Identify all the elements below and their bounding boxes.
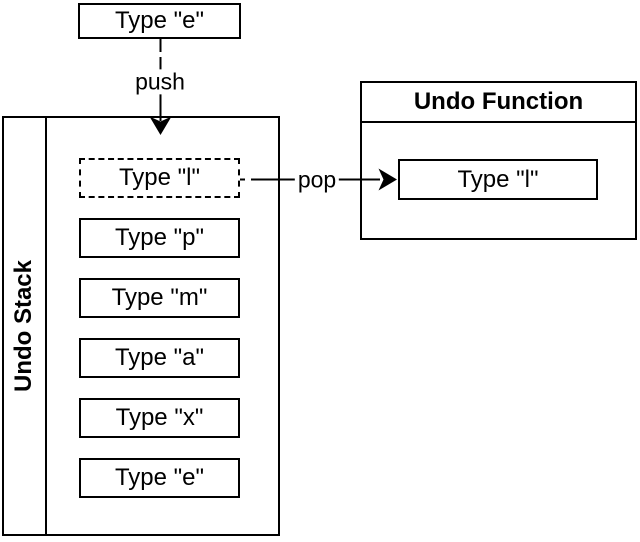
incoming-action-label: Type "e"	[114, 7, 205, 34]
stack-item-label: Type "x"	[115, 404, 204, 431]
stack-item: Type "m"	[79, 278, 240, 318]
stack-item: Type "x"	[79, 398, 240, 438]
stack-item: Type "p"	[79, 218, 240, 258]
undo-function-item-label: Type "l"	[457, 165, 539, 193]
stack-item-label: Type "l"	[118, 164, 201, 191]
undo-stack-title: Undo Stack	[10, 259, 38, 393]
push-arrow-label: push	[132, 69, 188, 95]
stack-item-label: Type "p"	[114, 224, 205, 251]
stack-item-popping: Type "l"	[79, 158, 240, 198]
stack-item: Type "e"	[79, 458, 240, 498]
undo-stack-container: Undo Stack Type "l" Type "p" Type "m" Ty…	[2, 116, 280, 536]
stack-item-label: Type "a"	[114, 344, 205, 371]
undo-stack-title-band: Undo Stack	[4, 118, 47, 534]
undo-function-container: Undo Function Type "l"	[360, 81, 637, 240]
stack-item-label: Type "m"	[111, 284, 208, 311]
stack-item-label: Type "e"	[114, 464, 205, 491]
undo-function-item-box: Type "l"	[398, 159, 598, 200]
undo-function-title: Undo Function	[362, 83, 635, 123]
incoming-action-box: Type "e"	[78, 3, 241, 39]
stack-item: Type "a"	[79, 338, 240, 378]
pop-arrow-label: pop	[294, 167, 340, 193]
